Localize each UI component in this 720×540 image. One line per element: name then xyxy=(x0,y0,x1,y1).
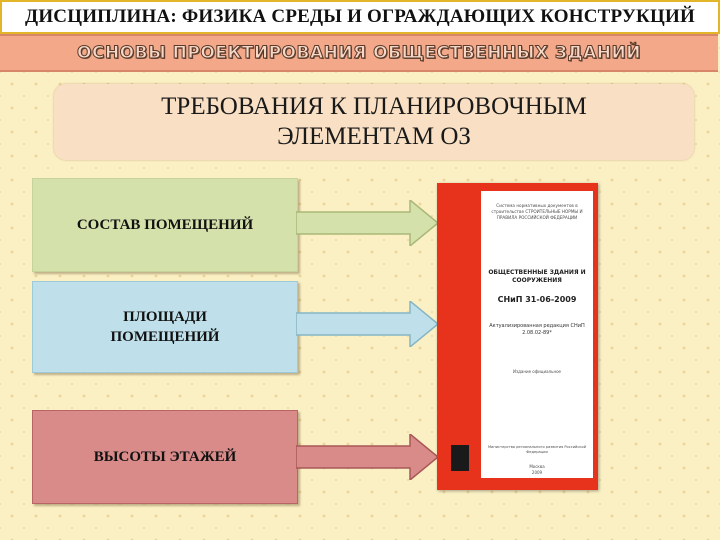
arrow-right-icon xyxy=(296,200,440,246)
card-floor-heights-label: ВЫСОТЫ ЭТАЖЕЙ xyxy=(93,449,237,465)
requirements-title-box: ТРЕБОВАНИЯ К ПЛАНИРОВОЧНЫМ ЭЛЕМЕНТАМ ОЗ xyxy=(54,84,694,160)
document-publisher: Министерство регионального развития Росс… xyxy=(487,445,587,454)
document-cover-graphic xyxy=(437,183,598,490)
course-title: ОСНОВЫ ПРОЕКТИРОВАНИЯ ОБЩЕСТВЕННЫХ ЗДАНИ… xyxy=(77,43,641,64)
document-title: ОБЩЕСТВЕННЫЕ ЗДАНИЯ И СООРУЖЕНИЯ xyxy=(488,269,586,284)
course-band: ОСНОВЫ ПРОЕКТИРОВАНИЯ ОБЩЕСТВЕННЫХ ЗДАНИ… xyxy=(0,34,718,72)
document-header: Система нормативных документов в строите… xyxy=(491,203,583,220)
document-official: Издание официальное xyxy=(513,369,561,374)
document-edition: Актуализированная редакция СНиП 2.08.02-… xyxy=(489,323,585,336)
card-room-areas-label-line1: ПЛОЩАДИ xyxy=(123,309,207,325)
card-floor-heights: ВЫСОТЫ ЭТАЖЕЙ xyxy=(32,410,298,504)
requirements-title: ТРЕБОВАНИЯ К ПЛАНИРОВОЧНЫМ ЭЛЕМЕНТАМ ОЗ xyxy=(161,92,587,152)
document-year: 2009 xyxy=(531,470,543,475)
requirements-title-line1: ТРЕБОВАНИЯ К ПЛАНИРОВОЧНЫМ xyxy=(161,93,587,120)
requirements-title-line2: ЭЛЕМЕНТАМ ОЗ xyxy=(277,123,471,150)
snip-document-cover: Система нормативных документов в строите… xyxy=(437,183,598,490)
document-code: СНиП 31-06-2009 xyxy=(497,295,577,304)
arrow-right-icon xyxy=(296,434,440,480)
document-city: Москва xyxy=(529,464,545,469)
discipline-header: ДИСЦИПЛИНА: ФИЗИКА СРЕДЫ И ОГРАЖДАЮЩИХ К… xyxy=(0,0,720,34)
discipline-title: ДИСЦИПЛИНА: ФИЗИКА СРЕДЫ И ОГРАЖДАЮЩИХ К… xyxy=(25,6,695,27)
card-room-areas-label-line2: ПОМЕЩЕНИЙ xyxy=(110,329,220,345)
arrow-right-icon xyxy=(296,301,440,347)
card-room-composition-label: СОСТАВ ПОМЕЩЕНИЙ xyxy=(76,217,254,233)
card-room-areas: ПЛОЩАДИ ПОМЕЩЕНИЙ xyxy=(32,281,298,373)
card-room-composition: СОСТАВ ПОМЕЩЕНИЙ xyxy=(32,178,298,272)
